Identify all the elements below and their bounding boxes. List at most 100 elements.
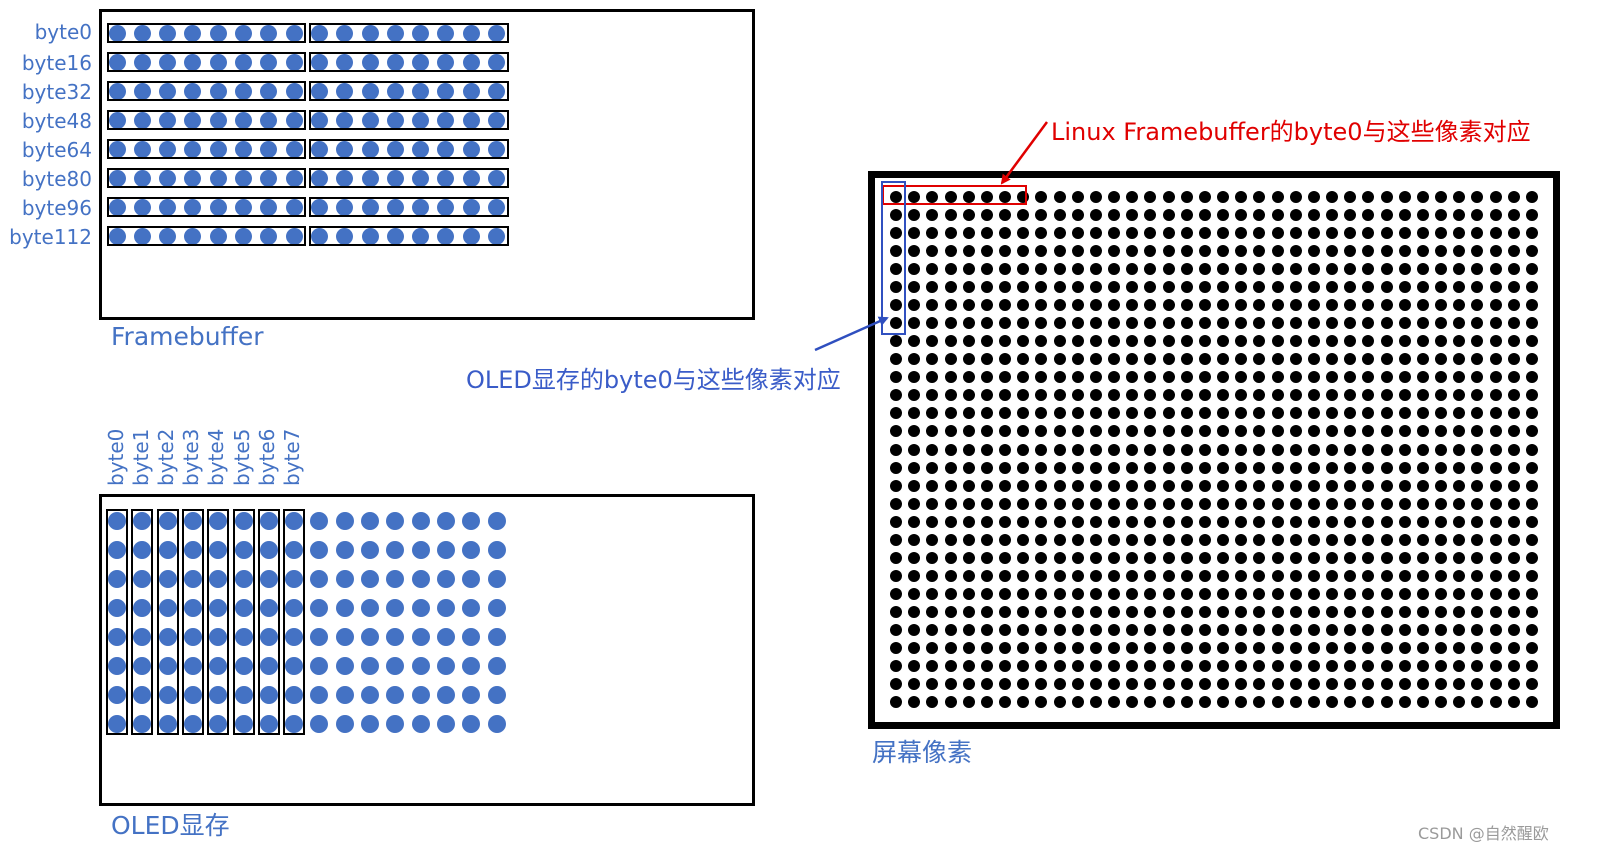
screen-pixel <box>1217 245 1230 258</box>
pixel-dot <box>412 82 430 100</box>
screen-pixel <box>944 533 957 546</box>
pixel-dot <box>209 227 227 245</box>
screen-pixel <box>1162 569 1175 582</box>
screen-pixel <box>1398 461 1411 474</box>
screen-pixel <box>1162 263 1175 276</box>
screen-pixel <box>1108 425 1121 438</box>
screen-pixel <box>980 533 993 546</box>
screen-pixel <box>999 191 1012 203</box>
screen-pixel <box>1126 551 1139 564</box>
screen-pixel <box>1217 425 1230 438</box>
screen-pixel <box>999 551 1012 564</box>
pixel-dot <box>412 198 430 216</box>
screen-pixel <box>1144 191 1157 203</box>
pixel-dot <box>159 227 177 245</box>
pixel-dot <box>209 24 227 42</box>
screen-pixel <box>1271 407 1284 420</box>
linux-fb-byte0-highlight <box>882 185 1027 205</box>
screen-pixel <box>1289 515 1302 528</box>
pixel-dot <box>361 599 379 617</box>
pixel-dot <box>235 169 252 187</box>
screen-pixel <box>1507 569 1520 582</box>
screen-pixel <box>1271 353 1284 366</box>
pixel-dot <box>335 715 354 733</box>
screen-pixel <box>1398 569 1411 582</box>
screen-pixel <box>1253 335 1266 348</box>
screen-pixel <box>1362 533 1375 546</box>
screen-pixel <box>1398 479 1411 492</box>
screen-pixel <box>890 425 902 438</box>
screen-pixel <box>1271 605 1284 618</box>
pixel-dot <box>436 715 455 733</box>
pixel-dot <box>235 111 252 129</box>
screen-pixel <box>1235 533 1248 546</box>
pixel-dot <box>412 111 430 129</box>
byte-box <box>309 52 509 72</box>
screen-pixel <box>1198 497 1211 510</box>
screen-pixel <box>1398 335 1411 348</box>
screen-pixel <box>1380 191 1393 203</box>
screen-pixel <box>1180 605 1193 618</box>
screen-pixel <box>1289 461 1302 474</box>
pixel-dot <box>209 198 227 216</box>
screen-pixel <box>962 479 975 492</box>
screen-pixel <box>1053 515 1066 528</box>
screen-pixel <box>1507 461 1520 474</box>
screen-pixel <box>1362 191 1375 203</box>
screen-pixel <box>1108 569 1121 582</box>
screen-pixel <box>908 479 921 492</box>
screen-pixel <box>1471 371 1484 384</box>
screen-pixel <box>1126 677 1139 690</box>
screen-pixel <box>1416 461 1429 474</box>
pixel-dot <box>361 512 379 530</box>
pixel-dot <box>133 111 151 129</box>
pixel-dot <box>310 512 329 530</box>
screen-pixel <box>1144 227 1157 240</box>
screen-pixel <box>1471 191 1484 203</box>
screen-pixel <box>1035 587 1048 600</box>
pixel-dot <box>310 198 328 216</box>
screen-pixel <box>1071 677 1084 690</box>
pixel-dot <box>487 599 506 617</box>
screen-pixel <box>1526 587 1538 600</box>
screen-pixel <box>1217 443 1230 456</box>
screen-pixel <box>1017 551 1030 564</box>
screen-pixel <box>1362 479 1375 492</box>
screen-pixel <box>1326 677 1339 690</box>
screen-pixel <box>1126 407 1139 420</box>
screen-pixel <box>890 696 902 708</box>
screen-pixel <box>999 533 1012 546</box>
screen-pixel <box>1289 659 1302 672</box>
pixel-dot <box>412 140 430 158</box>
screen-pixel <box>1307 587 1320 600</box>
pixel-dot <box>310 686 329 704</box>
screen-pixel <box>1453 551 1466 564</box>
screen-pixel <box>1235 443 1248 456</box>
screen-pixel <box>962 696 975 708</box>
screen-pixel <box>1435 623 1448 636</box>
screen-pixel <box>1017 587 1030 600</box>
screen-pixel <box>1453 371 1466 384</box>
pixel-dot <box>487 512 506 530</box>
pixel-dot <box>462 82 480 100</box>
screen-pixel <box>1326 263 1339 276</box>
screen-pixel <box>1235 227 1248 240</box>
fb-row-label: byte80 <box>21 167 92 191</box>
screen-pixel <box>1471 479 1484 492</box>
screen-pixel <box>1144 443 1157 456</box>
pixel-dot <box>260 169 278 187</box>
screen-pixel <box>1162 605 1175 618</box>
screen-pixel <box>1344 191 1357 203</box>
screen-pixel <box>980 191 993 203</box>
screen-pixel <box>1053 587 1066 600</box>
screen-pixel <box>1453 317 1466 330</box>
screen-pixel <box>1307 677 1320 690</box>
screen-pixel <box>1053 317 1066 330</box>
screen-pixel <box>1471 587 1484 600</box>
screen-pixel <box>944 425 957 438</box>
screen-pixel <box>1289 281 1302 294</box>
screen-pixel <box>1307 407 1320 420</box>
screen-pixel <box>1271 443 1284 456</box>
screen-pixel <box>1217 696 1230 708</box>
screen-pixel <box>1162 497 1175 510</box>
